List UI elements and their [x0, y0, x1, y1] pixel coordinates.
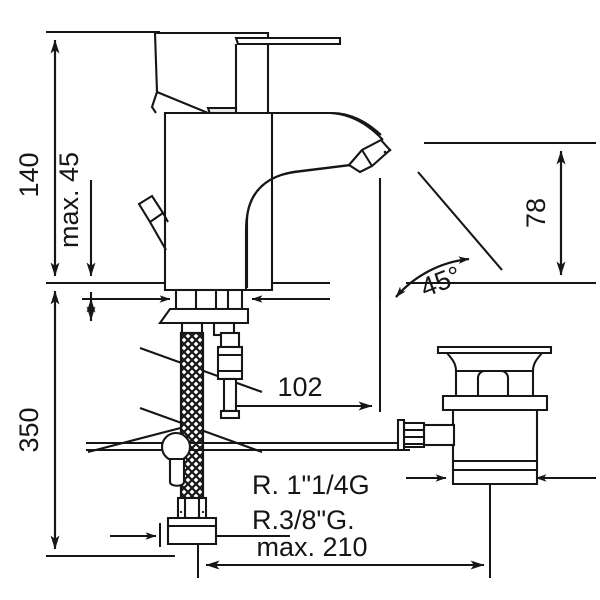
label-78: 78: [521, 198, 551, 228]
body-side-screw: [137, 194, 169, 251]
curved-spout: [245, 111, 384, 288]
label-350: 350: [14, 407, 44, 452]
lever-handle: [150, 31, 342, 116]
dimension-45-degrees: [378, 171, 503, 300]
label-140: 140: [14, 152, 44, 197]
braided-flexible-hose: [166, 331, 218, 546]
pop-up-lift-rod: [86, 431, 410, 487]
mixer-body: [163, 111, 382, 292]
threaded-stud: [216, 331, 244, 420]
label-102: 102: [277, 372, 322, 402]
label-max-210: max. 210: [256, 532, 367, 562]
mounting-plate: [157, 288, 250, 337]
waste-connection-nut: [396, 418, 456, 452]
spout-aerator: [347, 138, 392, 174]
label-45-degrees: 45°: [416, 260, 465, 303]
pop-up-waste-body: [436, 345, 553, 486]
label-thread-large: R. 1"1/4G: [252, 470, 370, 500]
label-max-45: max. 45: [54, 152, 84, 248]
label-thread-small: R.3/8"G.: [252, 505, 355, 535]
